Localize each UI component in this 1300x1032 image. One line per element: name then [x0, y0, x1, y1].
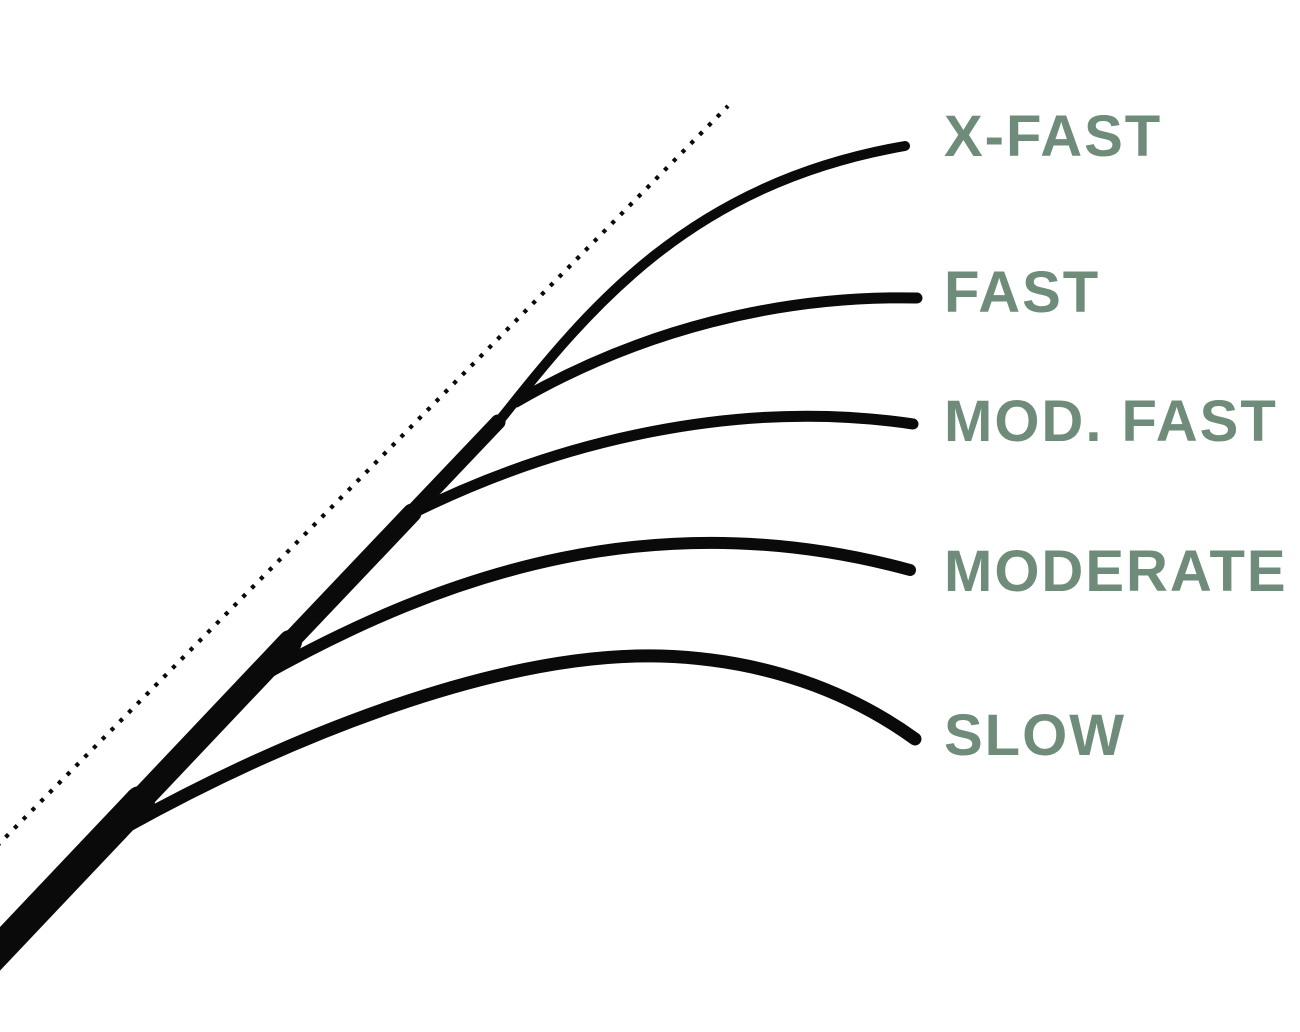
fast-curve — [510, 292, 923, 408]
label-slow: SLOW — [944, 703, 1126, 768]
slow-curve — [113, 649, 922, 837]
label-mod-fast: MOD. FAST — [944, 389, 1278, 454]
rod-butt-segment-3 — [270, 503, 422, 662]
moderate-curve — [254, 536, 916, 683]
xfast-curve — [487, 141, 910, 435]
label-x-fast: X-FAST — [944, 104, 1163, 169]
label-fast: FAST — [944, 260, 1101, 325]
label-moderate: MODERATE — [944, 539, 1288, 604]
rod-curves-group — [0, 104, 923, 971]
dotted-reference-line — [0, 104, 730, 846]
modfast-curve — [407, 410, 919, 519]
rod-butt-segment-1 — [0, 786, 155, 971]
